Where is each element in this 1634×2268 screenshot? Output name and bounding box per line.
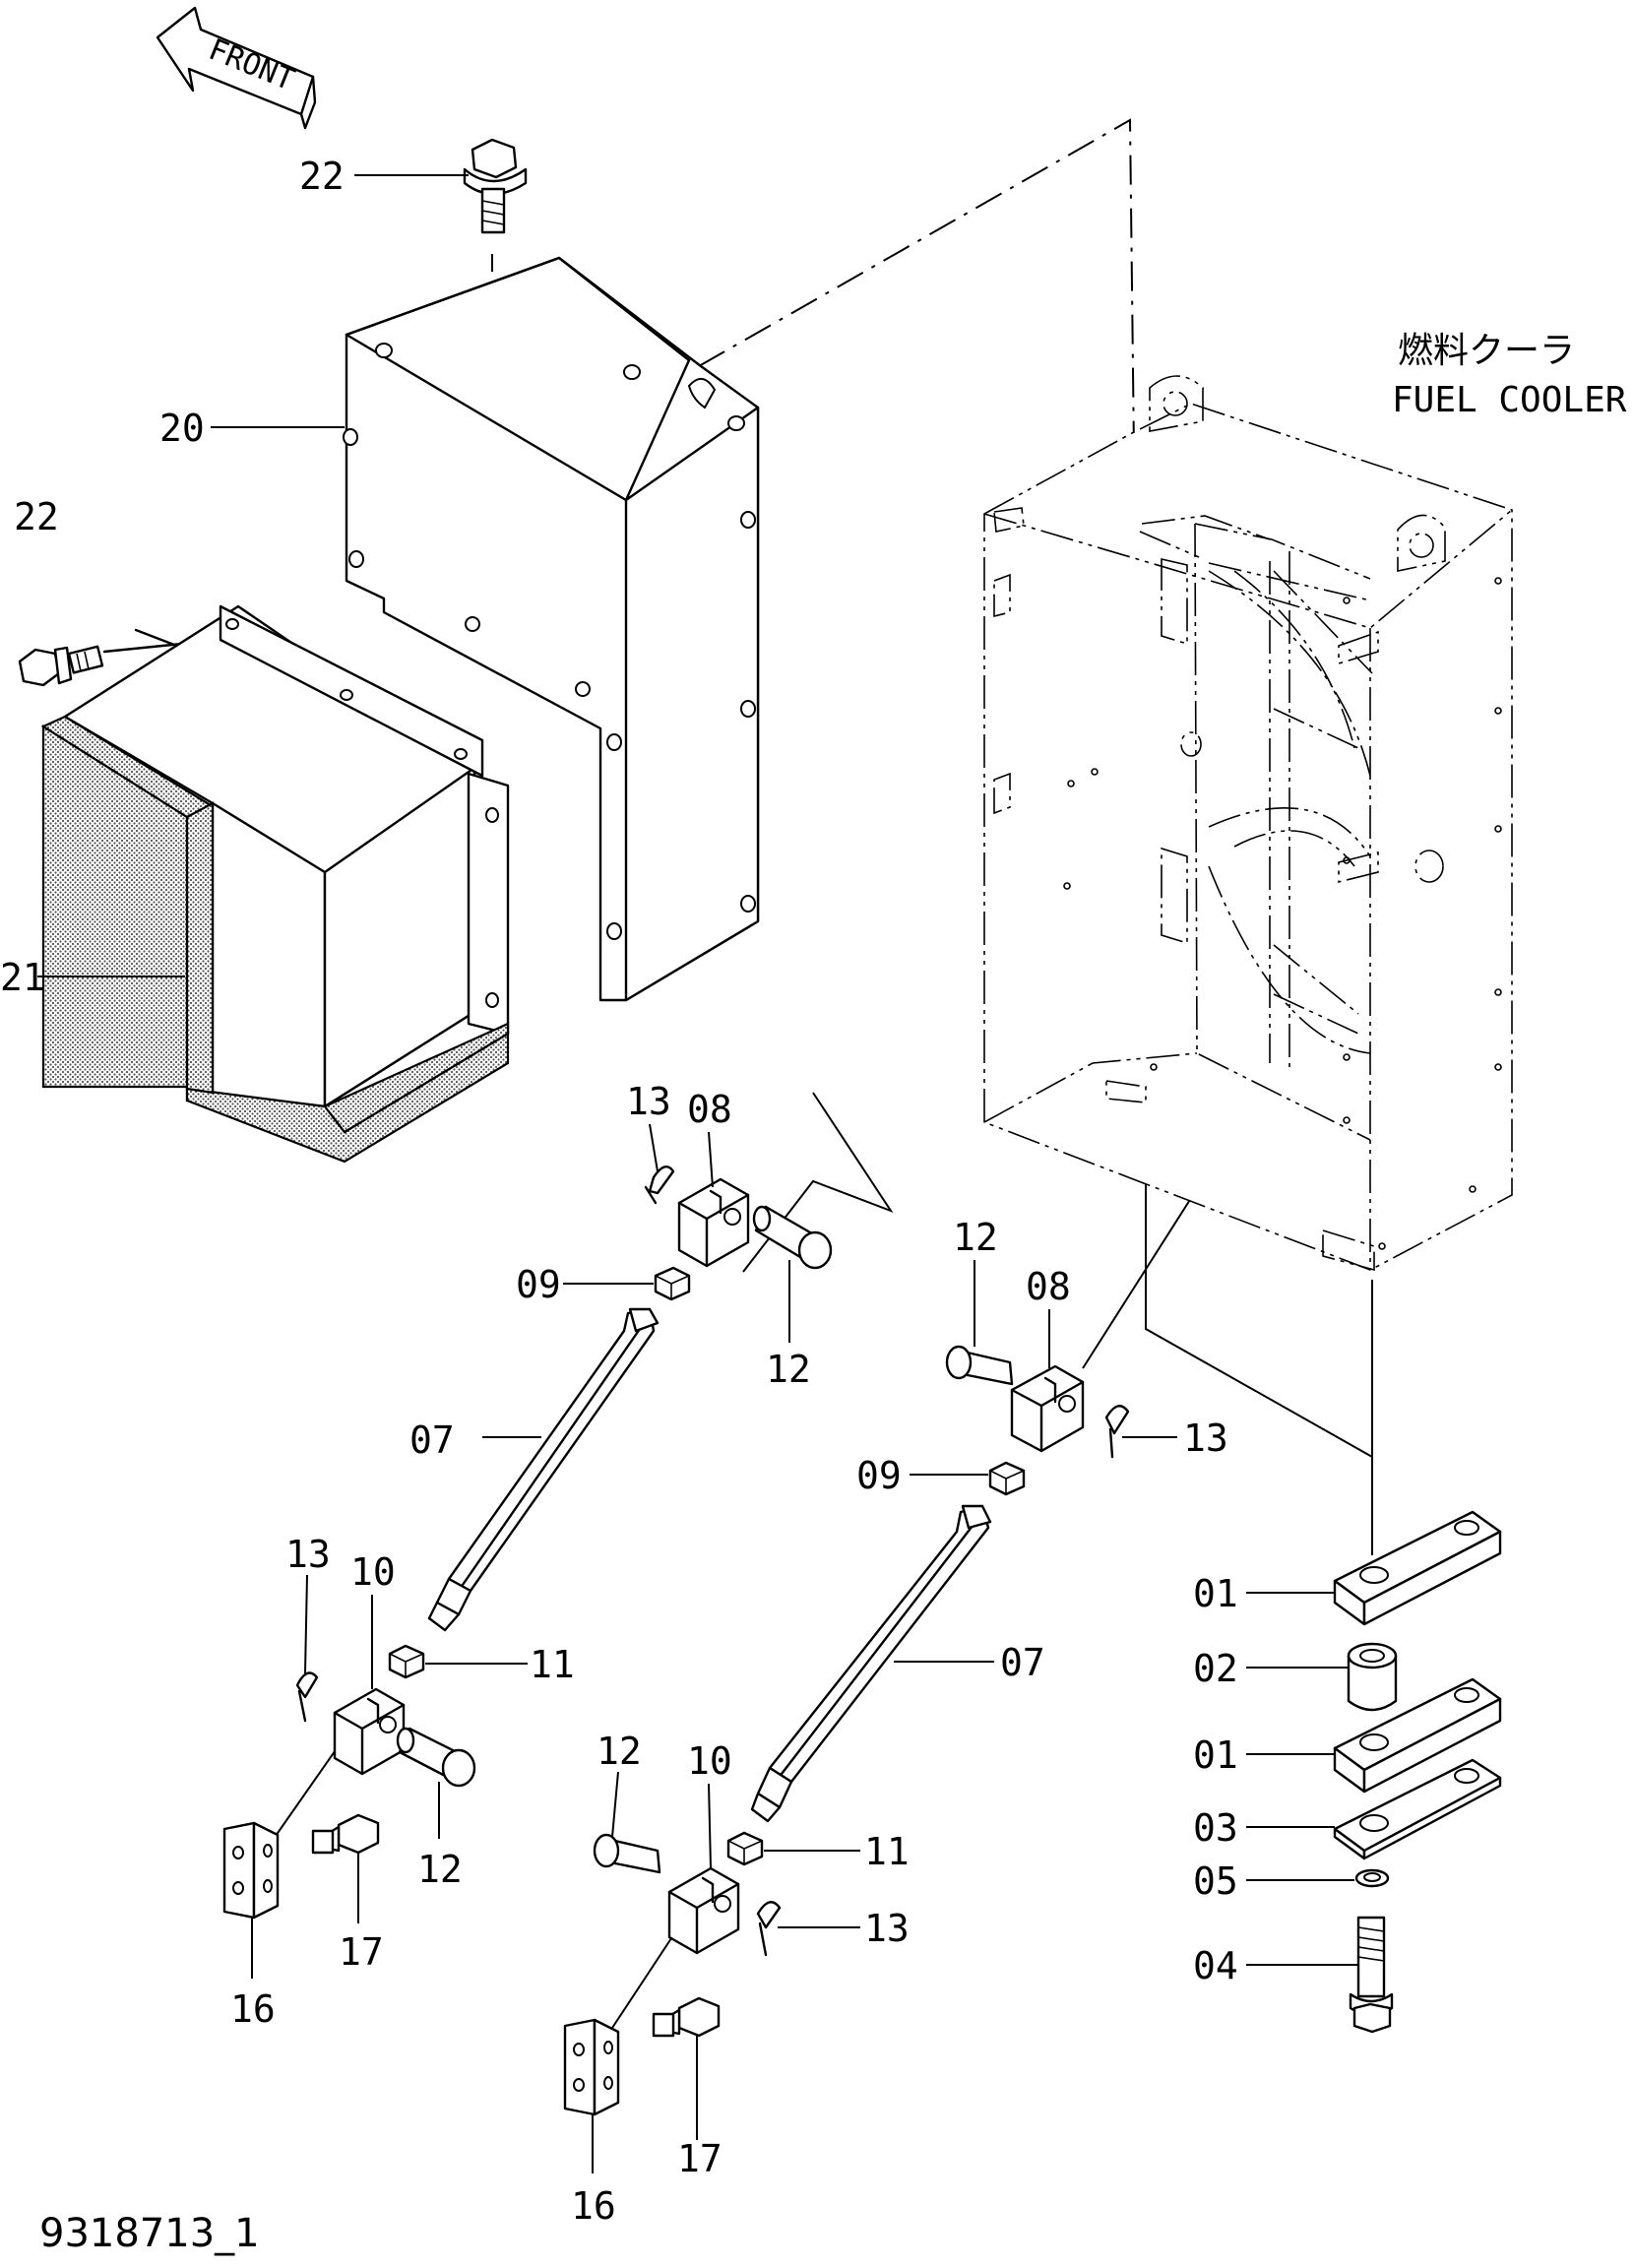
callout-04: 04: [1193, 1944, 1238, 1987]
part-13-lower-cotter-pin: [756, 1901, 782, 1957]
callout-20: 20: [159, 407, 205, 450]
part-09-right-nut: [988, 1461, 1026, 1496]
part-12-left-pin: [396, 1727, 476, 1788]
part-12-lower-pin: [593, 1833, 661, 1874]
callout-05: 05: [1193, 1859, 1238, 1903]
callout-10-left: 10: [350, 1550, 396, 1594]
callout-17-left: 17: [339, 1930, 384, 1974]
drawing-number: 9318713_1: [39, 2211, 260, 2256]
part-22-left-bolt: [18, 645, 104, 687]
callout-03: 03: [1193, 1806, 1238, 1850]
caption-japanese: 燃料クーラ: [1398, 331, 1575, 371]
callout-16-lower: 16: [571, 2184, 616, 2228]
part-22-top-bolt: [463, 138, 528, 234]
callout-13-left: 13: [285, 1533, 331, 1576]
part-20-cover-plate: [343, 256, 760, 1002]
part-03-washer-plate: [1333, 1758, 1502, 1860]
callout-13-upper: 13: [626, 1080, 671, 1123]
part-12-right-pin: [945, 1345, 1014, 1386]
callout-09-right: 09: [856, 1454, 902, 1497]
callout-02: 02: [1193, 1647, 1238, 1690]
callout-13-right: 13: [1183, 1417, 1228, 1460]
callout-16-left: 16: [230, 1987, 276, 2031]
cover-holes: [343, 343, 756, 940]
callout-07-left: 07: [409, 1418, 455, 1462]
part-01-upper-plate: [1333, 1510, 1502, 1626]
part-16-lower-bracket: [563, 2018, 620, 2116]
part-11-lower-nut: [726, 1831, 764, 1866]
callout-10-lower: 10: [687, 1739, 732, 1783]
part-13-right-cotter-pin: [1104, 1405, 1130, 1459]
part-08-right-clevis: [1010, 1364, 1085, 1453]
leader-lines: [37, 174, 1358, 2174]
part-10-left-clevis: [333, 1687, 406, 1776]
callout-09-upper: 09: [516, 1263, 561, 1306]
callout-22-top: 22: [299, 155, 345, 198]
callout-17-lower: 17: [677, 2137, 723, 2180]
part-10-lower-clevis: [667, 1866, 740, 1955]
part-07-left-rod: [427, 1307, 660, 1632]
part-05-spring-washer: [1354, 1868, 1390, 1888]
callout-21: 21: [0, 956, 45, 999]
part-07-right-rod: [750, 1504, 992, 1823]
part-11-left-nut: [388, 1644, 425, 1679]
cooler-holes: [1063, 577, 1502, 1250]
part-02-spacer: [1347, 1642, 1398, 1712]
callout-22-left: 22: [14, 495, 59, 538]
callout-12-upper: 12: [766, 1348, 811, 1391]
part-01-lower-plate: [1333, 1677, 1502, 1794]
callout-08-upper: 08: [687, 1088, 732, 1131]
part-17-left-bolt: [311, 1813, 380, 1855]
callout-12-right: 12: [953, 1216, 998, 1259]
part-17-lower-bolt: [652, 1996, 721, 2038]
part-09-upper-nut: [654, 1266, 691, 1301]
part-08-upper-clevis: [677, 1177, 750, 1268]
callout-01-bottom: 01: [1193, 1733, 1238, 1777]
callout-12-left: 12: [417, 1848, 463, 1891]
part-13-upper-cotter-pin: [644, 1166, 675, 1205]
callout-08-right: 08: [1026, 1265, 1071, 1308]
part-12-upper-pin: [752, 1205, 833, 1270]
part-13-left-cotter-pin: [295, 1671, 319, 1723]
callout-01-top: 01: [1193, 1572, 1238, 1615]
front-direction-arrow: FRONT: [156, 6, 317, 130]
callout-12-lower: 12: [597, 1730, 642, 1773]
part-04-bolt: [1349, 1916, 1394, 2034]
callout-07-right: 07: [1000, 1641, 1045, 1684]
caption-english: FUEL COOLER: [1392, 380, 1627, 420]
part-16-left-bracket: [222, 1821, 280, 1920]
callout-11-lower: 11: [864, 1830, 910, 1873]
callout-13-lower: 13: [864, 1907, 910, 1950]
callout-11-left: 11: [530, 1643, 575, 1686]
fuel-cooler-assembly: [983, 375, 1513, 1272]
callout-labels: 22 20 22 21 13 08 09 12 07 13 10 11 12 1…: [0, 155, 1238, 2228]
part-21-filter-block: [40, 604, 510, 1164]
